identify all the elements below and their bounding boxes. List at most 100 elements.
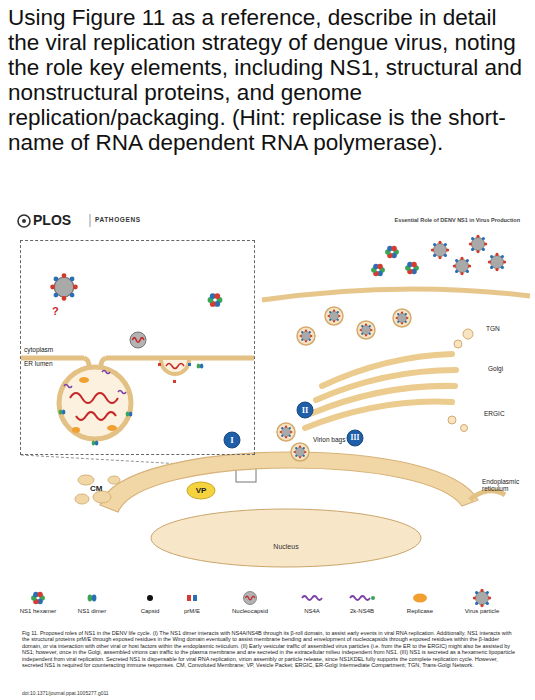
node-label: Nucleus — [273, 543, 298, 550]
node-label: II — [302, 406, 309, 415]
nucleocapsid — [130, 332, 146, 348]
plasma-membrane — [262, 289, 530, 300]
convoluted-membrane — [75, 494, 89, 504]
replicase-blob — [72, 377, 117, 433]
secreted-virus — [431, 235, 506, 275]
step-circle-outline — [347, 430, 363, 446]
secreted-ns1-hexamer — [371, 246, 419, 277]
step-circle-outline — [297, 402, 313, 418]
legend-entry: NS1 hexamer — [8, 608, 68, 614]
vesicle-packet: VP — [186, 481, 216, 500]
ns4a-protein — [64, 371, 126, 394]
replicase-blob — [79, 377, 89, 383]
virus-particle — [50, 273, 78, 301]
budding-virion — [188, 363, 191, 366]
figure-caption: Fig 11. Proposed roles of NS1 in the DEN… — [22, 630, 519, 668]
er-membrane-inset — [84, 358, 89, 369]
legend-icon — [31, 589, 491, 607]
golgi-stack — [310, 386, 455, 414]
legend-entry: prM/E — [162, 608, 222, 614]
secreted-ns1-hexamer — [405, 262, 419, 275]
viral-rna — [76, 412, 116, 420]
virus-particle — [50, 273, 78, 301]
ns4a-protein — [118, 391, 126, 394]
budding-virion — [158, 360, 191, 383]
secreted-ns1-hexamer — [385, 246, 399, 259]
er-membrane-inset — [21, 358, 254, 439]
legend-entry: 2k-NS4B — [332, 608, 392, 614]
journal-section: PATHOGENS — [95, 216, 165, 223]
secreted-virus — [431, 241, 449, 259]
golgi-stack — [305, 354, 456, 428]
virion-bag — [291, 443, 309, 461]
legend-label: Capsid — [120, 608, 180, 614]
budding-virion — [158, 363, 161, 366]
er-membrane-inset — [59, 367, 131, 439]
legend-icon — [371, 596, 375, 600]
step-circle: I — [223, 431, 241, 449]
unknown-mark: ? — [52, 305, 64, 318]
secreted-virus — [453, 257, 471, 275]
endoplasmic-reticulum — [100, 452, 478, 512]
ns1-dimer — [197, 363, 204, 368]
ns1-dimer — [59, 409, 66, 414]
ns4a-protein — [64, 385, 72, 388]
legend-icon — [187, 595, 191, 601]
convoluted-membrane — [75, 475, 120, 504]
golgi-stack — [322, 354, 452, 386]
organelle-label: TGN — [486, 325, 526, 332]
replicase-blob — [72, 427, 80, 433]
organelle-label: Endoplasmic reticulum — [482, 478, 532, 493]
ergic-vesicle — [461, 425, 468, 432]
ns1-dimer — [59, 363, 204, 445]
ns4a-protein — [102, 371, 110, 374]
er-membrane-inset — [21, 356, 84, 361]
legend-entry: Replicase — [390, 608, 450, 614]
step-circle: III — [346, 429, 364, 447]
step-circle: II — [296, 401, 314, 419]
virion-bag — [277, 423, 295, 441]
ns1-hexamer — [208, 293, 223, 307]
node-label: VP — [196, 487, 207, 495]
legend-label: NS1 dimer — [62, 608, 122, 614]
legend-entry: Nucleocapsid — [220, 608, 280, 614]
secreted-virus — [469, 235, 487, 253]
budding-virion — [173, 380, 176, 383]
organelle-label: Golgi — [488, 365, 528, 372]
nucleus-shape: Nucleus — [150, 508, 422, 568]
legend-label: NS1 hexamer — [8, 608, 68, 614]
convoluted-membrane — [108, 476, 120, 484]
tgn-vesicle — [463, 329, 473, 339]
legend-label: 2k-NS4B — [332, 608, 392, 614]
legend-icon — [473, 589, 491, 607]
virion-bag — [277, 307, 411, 461]
plasma-membrane — [262, 289, 530, 300]
journal-logo — [22, 219, 26, 223]
organelle-label: ERGIC — [484, 410, 524, 417]
secreted-virus — [488, 253, 506, 271]
legend-label: Nucleocapsid — [220, 608, 280, 614]
golgi-stack — [316, 370, 456, 400]
structure-label: CM — [90, 484, 112, 493]
legend-icon — [350, 596, 370, 600]
legend-icon — [147, 595, 153, 601]
nucleus-shape-outline — [151, 509, 421, 567]
legend-entry: Capsid — [120, 608, 180, 614]
virion-bag — [325, 307, 343, 325]
journal-name: PLOS — [33, 212, 89, 228]
nucleus-shape-outline — [150, 508, 422, 568]
legend-entry: NS4A — [282, 608, 342, 614]
journal-logo — [18, 215, 30, 227]
budding-virion — [166, 364, 184, 369]
legend-entry: Virus particle — [452, 608, 512, 614]
secreted-ns1-hexamer — [371, 264, 385, 277]
tgn-vesicle — [454, 329, 473, 348]
viral-rna — [70, 393, 118, 403]
convoluted-membrane — [78, 475, 94, 485]
legend-label: NS4A — [282, 608, 342, 614]
legend-icon — [302, 596, 322, 600]
running-header: Essential Role of DENV NS1 in Virus Prod… — [270, 217, 520, 223]
vesicle-packet-outline — [187, 482, 215, 499]
legend-icon — [88, 595, 97, 602]
